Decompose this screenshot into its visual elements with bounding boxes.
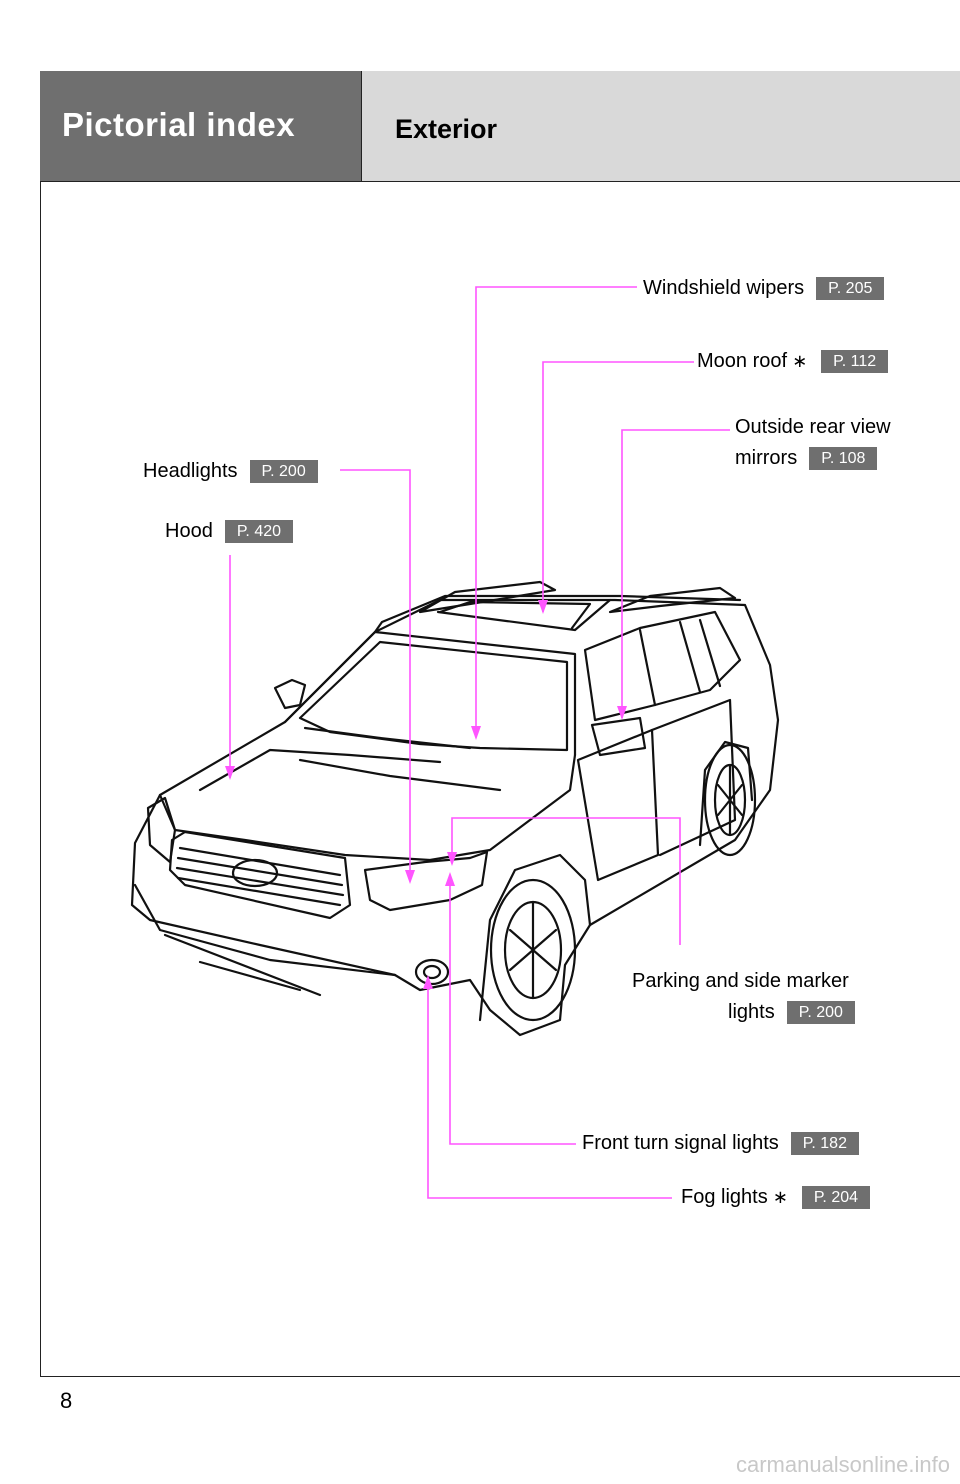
callout-hood: Hood P. 420 (165, 516, 294, 546)
subsection-header-bar (362, 71, 960, 182)
page-reference-badge[interactable]: P. 420 (224, 519, 294, 543)
callout-label: Outside rear view (735, 416, 891, 438)
callout-moon-roof: Moon roof ∗ P. 112 (697, 346, 889, 376)
page-reference-badge[interactable]: P. 200 (786, 1000, 855, 1024)
page-reference-badge[interactable]: P. 112 (821, 349, 889, 373)
callout-label: Headlights (143, 460, 238, 482)
section-header-tab (40, 71, 362, 182)
callout-mirrors-line1: Outside rear view (735, 412, 891, 442)
leader-mirrors (621, 429, 730, 718)
callout-turn-signals: Front turn signal lights P. 182 (582, 1128, 859, 1158)
callout-parking-lights: lights P. 200 (728, 997, 855, 1027)
page-number: 8 (60, 1388, 73, 1413)
callout-label: lights (728, 1001, 775, 1023)
leader-fog-lights (427, 978, 672, 1199)
callout-windshield-wipers: Windshield wipers P. 205 (643, 273, 885, 303)
leader-parking-lights (451, 817, 681, 945)
callout-label: Windshield wipers (643, 277, 805, 299)
callout-label: Parking and side marker (632, 970, 849, 992)
callout-parking-lights-line1: Parking and side marker (632, 966, 849, 996)
page-reference-badge[interactable]: P. 205 (816, 276, 885, 300)
leader-headlights (340, 469, 411, 880)
callout-label: Fog lights (681, 1186, 768, 1208)
leader-windshield-wipers (475, 286, 637, 735)
callout-fog-lights: Fog lights ∗ P. 204 (681, 1182, 871, 1212)
leader-lines (229, 286, 730, 1199)
callout-mirrors: mirrors P. 108 (735, 443, 878, 473)
page-reference-badge[interactable]: P. 204 (801, 1185, 871, 1209)
optional-equipment-mark: ∗ (792, 351, 808, 371)
leader-turn-signals (449, 875, 576, 1145)
optional-equipment-mark: ∗ (772, 1187, 788, 1207)
watermark: carmanualsonline.info (735, 1452, 950, 1477)
leader-moon-roof (542, 361, 694, 612)
subsection-title: Exterior (395, 114, 498, 144)
leader-arrowheads (225, 600, 627, 989)
callout-label: Front turn signal lights (582, 1132, 779, 1154)
section-title: Pictorial index (62, 106, 296, 143)
callout-label: Hood (165, 520, 213, 542)
page-reference-badge[interactable]: P. 108 (809, 446, 878, 470)
page-reference-badge[interactable]: P. 182 (790, 1131, 859, 1155)
vehicle-line-art (130, 580, 780, 1037)
callout-label: mirrors (735, 447, 798, 469)
page-reference-badge[interactable]: P. 200 (249, 459, 318, 483)
callout-headlights: Headlights P. 200 (143, 456, 318, 486)
callout-label: Moon roof (697, 350, 788, 372)
